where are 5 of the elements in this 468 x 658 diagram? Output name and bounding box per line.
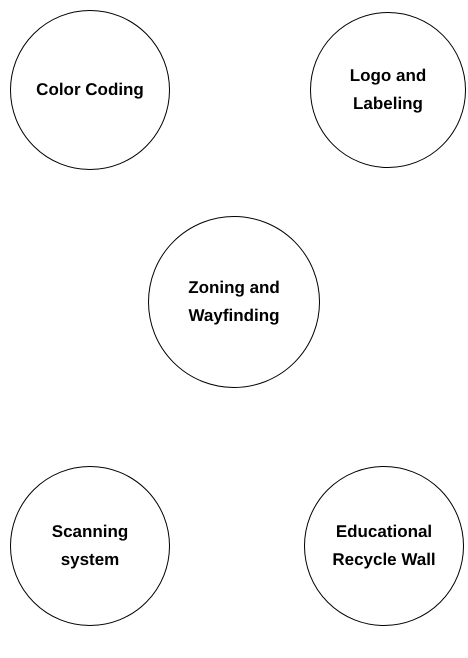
circle-label: Logo and Labeling	[348, 65, 428, 115]
circle-label: Scanning system	[50, 521, 130, 571]
circle-label: Educational Recycle Wall	[331, 521, 437, 571]
circle-label: Color Coding	[35, 79, 145, 101]
circle-label: Zoning and Wayfinding	[187, 277, 281, 327]
